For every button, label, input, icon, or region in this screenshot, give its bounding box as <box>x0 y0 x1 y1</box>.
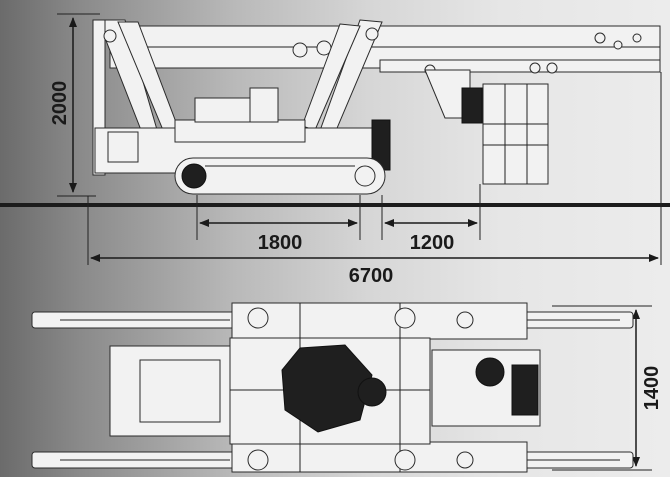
work-basket <box>424 69 549 185</box>
boom <box>109 25 661 76</box>
dimension-lines <box>69 17 659 467</box>
height-label: 2000 <box>49 81 71 126</box>
turret <box>281 344 539 433</box>
crawler-track <box>174 157 386 195</box>
extension-lines <box>57 13 662 471</box>
track-length-label: 1800 <box>258 232 303 254</box>
top-hinges <box>247 307 474 471</box>
side-view: 2000 1800 1200 6700 1400 <box>0 13 670 471</box>
rear-overhang-label: 1200 <box>410 232 455 254</box>
track-width-label: 1400 <box>641 366 663 411</box>
overall-length-label: 6700 <box>349 265 394 287</box>
top-view <box>31 302 634 473</box>
